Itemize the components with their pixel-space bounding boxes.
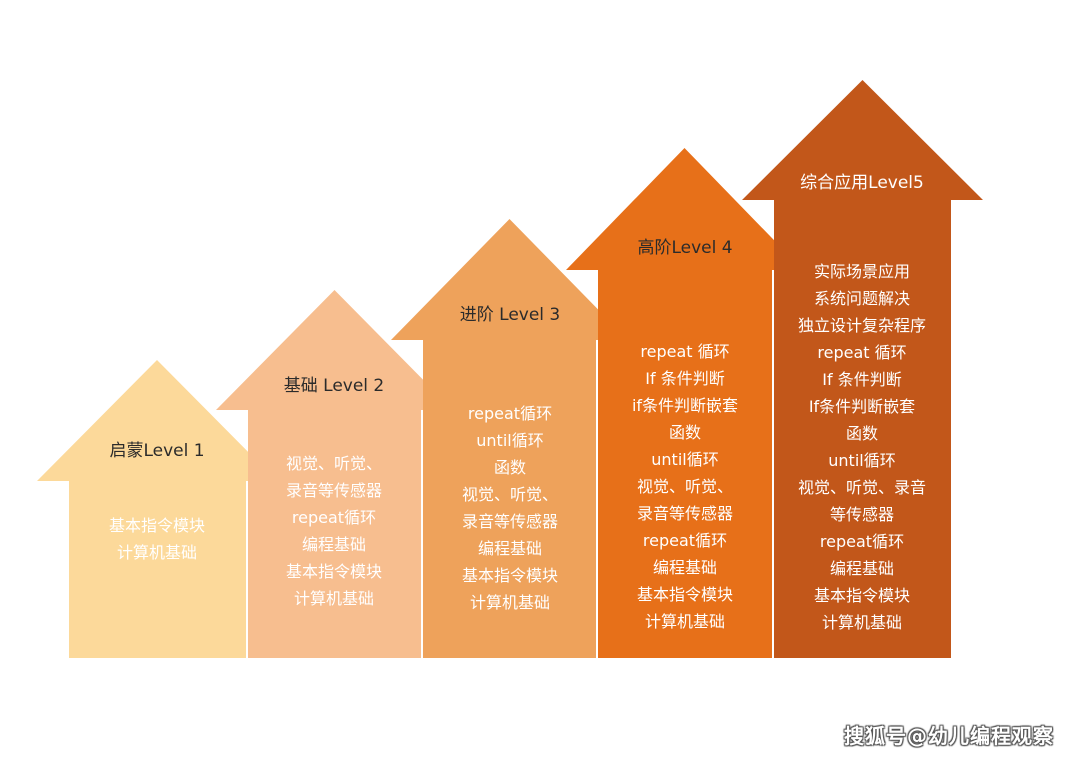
topic-item: repeat循环 — [642, 531, 728, 550]
watermark: 搜狐号@幼儿编程观察 — [844, 724, 1054, 748]
level-3-title: 进阶 Level 3 — [459, 305, 561, 325]
topic-item: 视觉、听觉、 — [636, 477, 733, 496]
topic-item: 计算机基础 — [116, 543, 198, 562]
level-5-topic-list: 实际场景应用系统问题解决独立设计复杂程序 repeat 循环 If 条件判断 If条件… — [798, 258, 926, 636]
topic-item: 计算机基础 — [469, 593, 551, 612]
level-4-arrow — [566, 148, 803, 658]
topic-item: until循环 — [828, 451, 896, 470]
topic-item: 录音等传感器 — [285, 481, 383, 500]
topic-item: 基本指令模块 — [636, 585, 733, 604]
topic-item: 计算机基础 — [821, 613, 903, 632]
topic-item: If条件判断嵌套 — [808, 397, 916, 416]
topic-item: 录音等传感器 — [636, 504, 733, 523]
level-4-topic-list: repeat 循环 If 条件判断 if条件判断嵌套函数 until循环视觉、听觉、录… — [632, 338, 738, 635]
topic-item: 基本指令模块 — [108, 516, 206, 535]
level-1-title: 启蒙Level 1 — [109, 441, 205, 461]
topic-item: 函数 — [493, 458, 527, 477]
level-2-topic-list: 视觉、听觉、录音等传感器 repeat循环编程基础基本指令模块计算机基础 — [286, 450, 382, 612]
topic-item: 视觉、听觉、 — [285, 454, 383, 473]
level-1-topic-list: 基本指令模块计算机基础 — [109, 512, 205, 566]
topic-item: repeat循环 — [819, 532, 905, 551]
level-2-title: 基础 Level 2 — [283, 376, 385, 396]
topic-item: 基本指令模块 — [461, 566, 559, 585]
level-3-arrow — [391, 219, 628, 658]
topic-item: if条件判断嵌套 — [631, 396, 739, 415]
topic-item: 计算机基础 — [293, 589, 375, 608]
topic-item: If 条件判断 — [822, 370, 902, 389]
topic-item: 视觉、听觉、录音 — [797, 478, 927, 497]
level-2-arrow — [216, 290, 453, 658]
topic-item: repeat循环 — [291, 508, 377, 527]
topic-item: 实际场景应用 — [813, 262, 911, 281]
topic-item: If 条件判断 — [645, 369, 725, 388]
topic-item: 录音等传感器 — [461, 512, 559, 531]
topic-item: repeat 循环 — [640, 342, 730, 361]
topic-item: 编程基础 — [829, 559, 895, 578]
topic-item: 视觉、听觉、 — [461, 485, 559, 504]
level-5-arrow — [742, 80, 983, 658]
topic-item: until循环 — [476, 431, 544, 450]
topic-item: repeat 循环 — [817, 343, 907, 362]
level-4-title: 高阶Level 4 — [637, 238, 733, 258]
topic-item: until循环 — [651, 450, 719, 469]
topic-item: 系统问题解决 — [813, 289, 911, 308]
level-5-title: 综合应用Level5 — [800, 173, 924, 193]
topic-item: 计算机基础 — [644, 612, 725, 631]
topic-item: 函数 — [668, 423, 701, 442]
topic-item: 等传感器 — [829, 505, 895, 524]
topic-item: 编程基础 — [301, 535, 367, 554]
topic-item: 函数 — [845, 424, 879, 443]
level-3-topic-list: repeat循环 until循环函数视觉、听觉、录音等传感器编程基础基本指令模块计… — [462, 400, 558, 616]
topic-item: 编程基础 — [652, 558, 717, 577]
topic-item: 编程基础 — [477, 539, 543, 558]
topic-item: 独立设计复杂程序 — [797, 316, 927, 335]
level-1-arrow — [37, 360, 277, 658]
topic-item: 基本指令模块 — [285, 562, 383, 581]
topic-item: repeat循环 — [467, 404, 553, 423]
topic-item: 基本指令模块 — [813, 586, 911, 605]
